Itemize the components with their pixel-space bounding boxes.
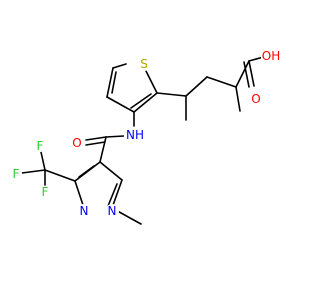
molecule-structure: S OH O O NH N N F [10, 48, 281, 225]
atom-label-o: O [251, 92, 260, 106]
atom-label-nh: NH [126, 128, 144, 142]
bond [85, 136, 107, 141]
bond [99, 161, 123, 181]
amide-nitrogen: NH [124, 127, 146, 143]
fluorine-left: F [10, 167, 22, 181]
hydroxyl-oxygen: OH [261, 48, 281, 64]
bond [107, 183, 118, 207]
bond [156, 92, 187, 97]
bond [235, 60, 250, 88]
bond [111, 179, 123, 209]
bond [112, 63, 127, 69]
bond [235, 86, 241, 112]
bond [185, 76, 208, 97]
bond [85, 141, 106, 146]
bond [99, 136, 107, 163]
bond [74, 180, 85, 209]
bond [21, 169, 46, 174]
pyrazole-n: N [77, 204, 91, 218]
bond [40, 151, 46, 171]
atom-label-n: N [80, 204, 89, 218]
atom-labels: S OH O O NH N N F [10, 48, 281, 218]
atom-label-oh: OH [262, 49, 280, 63]
bond [111, 71, 117, 94]
atom-label-o: O [72, 136, 81, 150]
carbonyl-oxygen-amide: O [70, 136, 84, 150]
atom-label-f: F [42, 185, 49, 199]
atom-label-s: S [140, 57, 148, 71]
bond [106, 67, 114, 98]
bond [78, 165, 95, 178]
bond [248, 60, 255, 87]
atom-label-f: F [13, 167, 20, 181]
pyrazole-n-methyl: N [105, 204, 119, 218]
fluorine-top: F [34, 139, 46, 153]
bond [106, 96, 135, 113]
bond [133, 92, 158, 113]
bond [243, 61, 250, 88]
carbonyl-oxygen-acid: O [249, 92, 263, 106]
atom-label-n: N [108, 204, 117, 218]
bond [130, 93, 152, 109]
bond [105, 135, 125, 138]
bond [143, 66, 158, 94]
atom-label-f: F [37, 139, 44, 153]
sulfur-atom: S [137, 57, 151, 71]
fluorine-bottom: F [39, 185, 51, 199]
bond [44, 169, 76, 182]
bond [206, 76, 237, 88]
